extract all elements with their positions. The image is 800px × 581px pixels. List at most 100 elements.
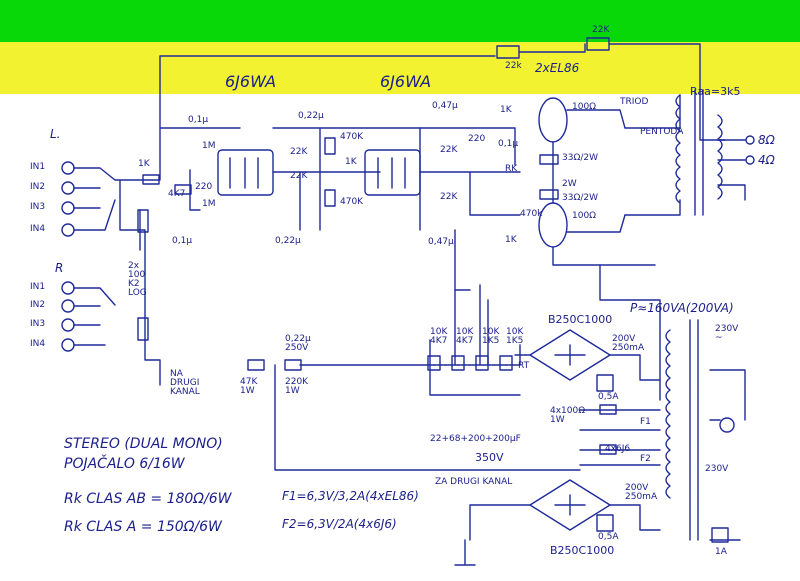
c4-label: 0,22µ — [275, 236, 301, 246]
mains-transformer — [665, 319, 746, 541]
feedback-pot-label: 22k — [505, 61, 522, 71]
left-input-jacks — [61, 161, 116, 237]
rt-label: RT — [518, 361, 530, 371]
r-1k-input — [142, 174, 160, 185]
r-4k7 — [174, 184, 192, 195]
power-rating-label: P≈160VA(200VA) — [630, 301, 734, 315]
heater-res-label: 4x100Ω 1W — [550, 406, 586, 425]
tap-3-label: 10K 1K5 — [506, 327, 524, 346]
to-other-label: ZA DRUGI KANAL — [435, 477, 513, 487]
right-in4: IN4 — [30, 339, 46, 349]
tap8-label: 8Ω — [758, 133, 775, 147]
banner-yellow — [0, 42, 800, 94]
r-470k-a — [324, 137, 336, 155]
cap-note-label: 0,22µ 250V — [285, 334, 311, 353]
f2-label: F2 — [640, 454, 651, 464]
tap-2-label: 10K 1K5 — [482, 327, 500, 346]
hv-label: 350V — [475, 451, 504, 464]
bridge2-label: B250C1000 — [550, 544, 615, 557]
note-line1: STEREO (DUAL MONO) — [64, 436, 223, 452]
r22k-a-label: 22K — [290, 147, 308, 157]
c1-label: 0,1µ — [188, 115, 209, 125]
b-plus-rail — [274, 264, 661, 471]
r33-b-label: 33Ω/2W — [562, 193, 598, 203]
power-tubes-label: 2xEL86 — [535, 61, 580, 75]
driver-wiring — [419, 127, 521, 291]
r100-b-label: 100Ω — [572, 211, 597, 221]
f1-label: F1 — [640, 417, 651, 427]
left-in4: IN4 — [30, 224, 46, 234]
tube1-label: 6J6WA — [225, 72, 277, 91]
power-tube-upper — [538, 97, 568, 143]
tap-0-label: 10K 4K7 — [430, 327, 448, 346]
tap4-label: 4Ω — [758, 153, 775, 167]
left-in2: IN2 — [30, 182, 46, 192]
note-f1: F1=6,3V/3,2A(4xEL86) — [282, 489, 419, 503]
r-470k-b — [324, 189, 336, 207]
res-47k-label: 47K 1W — [240, 377, 258, 396]
r1k-top-label: 1K — [500, 105, 512, 115]
power-tube-lower — [538, 202, 568, 248]
r4k7-label: 4K7 — [168, 189, 186, 199]
c-top-label: 0,1µ — [498, 139, 519, 149]
bridge-rectifier-2 — [529, 479, 611, 531]
r22k-b-label: 22K — [290, 171, 308, 181]
r-47k — [247, 359, 265, 371]
r220-label: 220 — [195, 182, 213, 192]
mains-a-label: 230V ~ — [715, 324, 739, 343]
bridge-rectifier-1 — [529, 329, 611, 381]
heater-resistors — [599, 404, 617, 415]
note-line2: POJAČALO 6/16W — [64, 456, 185, 472]
raa-label: Raa=3k5 — [690, 85, 741, 98]
bridge1-label: B250C1000 — [548, 313, 613, 326]
r-220k — [284, 359, 302, 371]
mains-switch — [719, 417, 735, 433]
pentoda-label: PENTODA — [640, 127, 684, 137]
r2w-label: 2W — [562, 179, 577, 189]
r470k-a-label: 470K — [340, 132, 364, 142]
right-in3: IN3 — [30, 319, 46, 329]
r22k-c-label: 22K — [440, 145, 458, 155]
fuse2-label: 0,5A — [598, 532, 619, 542]
c2-label: 0,1µ — [172, 236, 193, 246]
c3-label: 0,22µ — [298, 111, 324, 121]
filter-capacitors — [427, 355, 513, 371]
right-input-jacks — [61, 281, 116, 352]
fuse-2 — [596, 514, 614, 532]
res-220k-label: 220K 1W — [285, 377, 309, 396]
r-33-upper — [539, 154, 559, 165]
stage2-wiring — [272, 127, 421, 231]
r1k-mid-label: 1K — [345, 157, 357, 167]
left-in1: IN1 — [30, 162, 46, 172]
r22k-d-label: 22K — [440, 192, 458, 202]
feedback-res-label: 22K — [592, 25, 610, 35]
feedback-pot — [496, 45, 520, 59]
fuse-1 — [596, 374, 614, 392]
volume-pot-left — [137, 209, 149, 233]
tube2-label: 6J6WA — [380, 72, 432, 91]
tap-4-terminal — [745, 155, 755, 165]
right-in2: IN2 — [30, 300, 46, 310]
heater-res2-label: 4x6J6 — [605, 444, 631, 454]
note-rk-ab: Rk CLAS AB = 180Ω/6W — [64, 491, 232, 507]
mains-b-label: 230V — [705, 464, 729, 474]
r1k-in-label: 1K — [138, 159, 150, 169]
triod-label: TRIOD — [620, 97, 649, 107]
bridge2-v-label: 200V 250mA — [625, 483, 658, 502]
volume-pot-right — [137, 317, 149, 341]
r100-a-label: 100Ω — [572, 102, 597, 112]
bridge1-v-label: 200V 250mA — [612, 334, 645, 353]
output-transformer — [675, 89, 723, 216]
fuse1-label: 0,5A — [598, 392, 619, 402]
r220k-label: 220 — [468, 134, 486, 144]
r-33-lower — [539, 189, 559, 200]
right-channel-label: R — [55, 261, 64, 275]
right-in1: IN1 — [30, 282, 46, 292]
c6-label: 0,47µ — [428, 237, 454, 247]
tap-8-terminal — [745, 135, 755, 145]
feedback-wire — [159, 43, 726, 141]
tap-1-label: 10K 4K7 — [456, 327, 474, 346]
r470k-b-label: 470K — [340, 197, 364, 207]
main-fuse-label: 1A — [715, 547, 727, 557]
left-channel-label: L. — [50, 127, 61, 141]
